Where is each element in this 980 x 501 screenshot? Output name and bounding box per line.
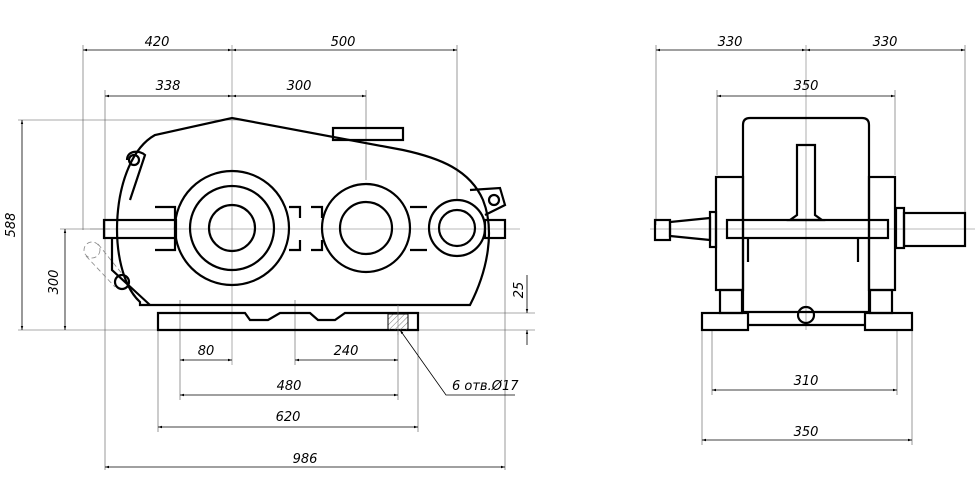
dim-300-top: 300 [287,79,312,94]
holes-note: 6 отв.Ø17 [452,379,519,394]
side-housing [653,116,967,332]
dim-500: 500 [331,35,356,50]
lifting-lug-left [127,153,141,167]
side-base-left [700,311,750,332]
dim-620: 620 [276,410,301,425]
output-motor [902,211,967,248]
side-extension-lines [650,45,975,445]
side-dim-310: 310 [794,374,819,389]
drain-plug [796,305,816,325]
lifting-lug-right [487,193,501,207]
dim-986: 986 [293,452,318,467]
base-plate [156,311,420,332]
side-dimension-lines [656,48,965,442]
dim-588: 588 [4,213,19,238]
dim-80: 80 [198,344,215,359]
dim-338: 338 [156,79,181,94]
dim-420: 420 [145,35,170,50]
side-base-right [863,311,914,332]
side-dim-330-right: 330 [873,35,898,50]
gearbox-housing [83,116,507,335]
dim-25: 25 [512,282,527,299]
dimension-lines [20,48,529,469]
dim-240: 240 [334,344,359,359]
side-dim-330-left: 330 [718,35,743,50]
dim-480: 480 [277,379,302,394]
front-view: 420 500 338 300 588 300 25 80 240 480 62… [4,35,535,470]
side-view: 330 330 350 310 350 [650,35,975,445]
dim-300-height: 300 [47,270,62,295]
side-dim-350-bottom: 350 [794,425,819,440]
side-dimension-labels: 330 330 350 310 350 [718,35,898,440]
extension-lines [18,45,535,470]
dimension-labels: 420 500 338 300 588 300 25 80 240 480 62… [4,35,527,467]
side-dim-350-top: 350 [794,79,819,94]
side-shaft [725,218,890,240]
